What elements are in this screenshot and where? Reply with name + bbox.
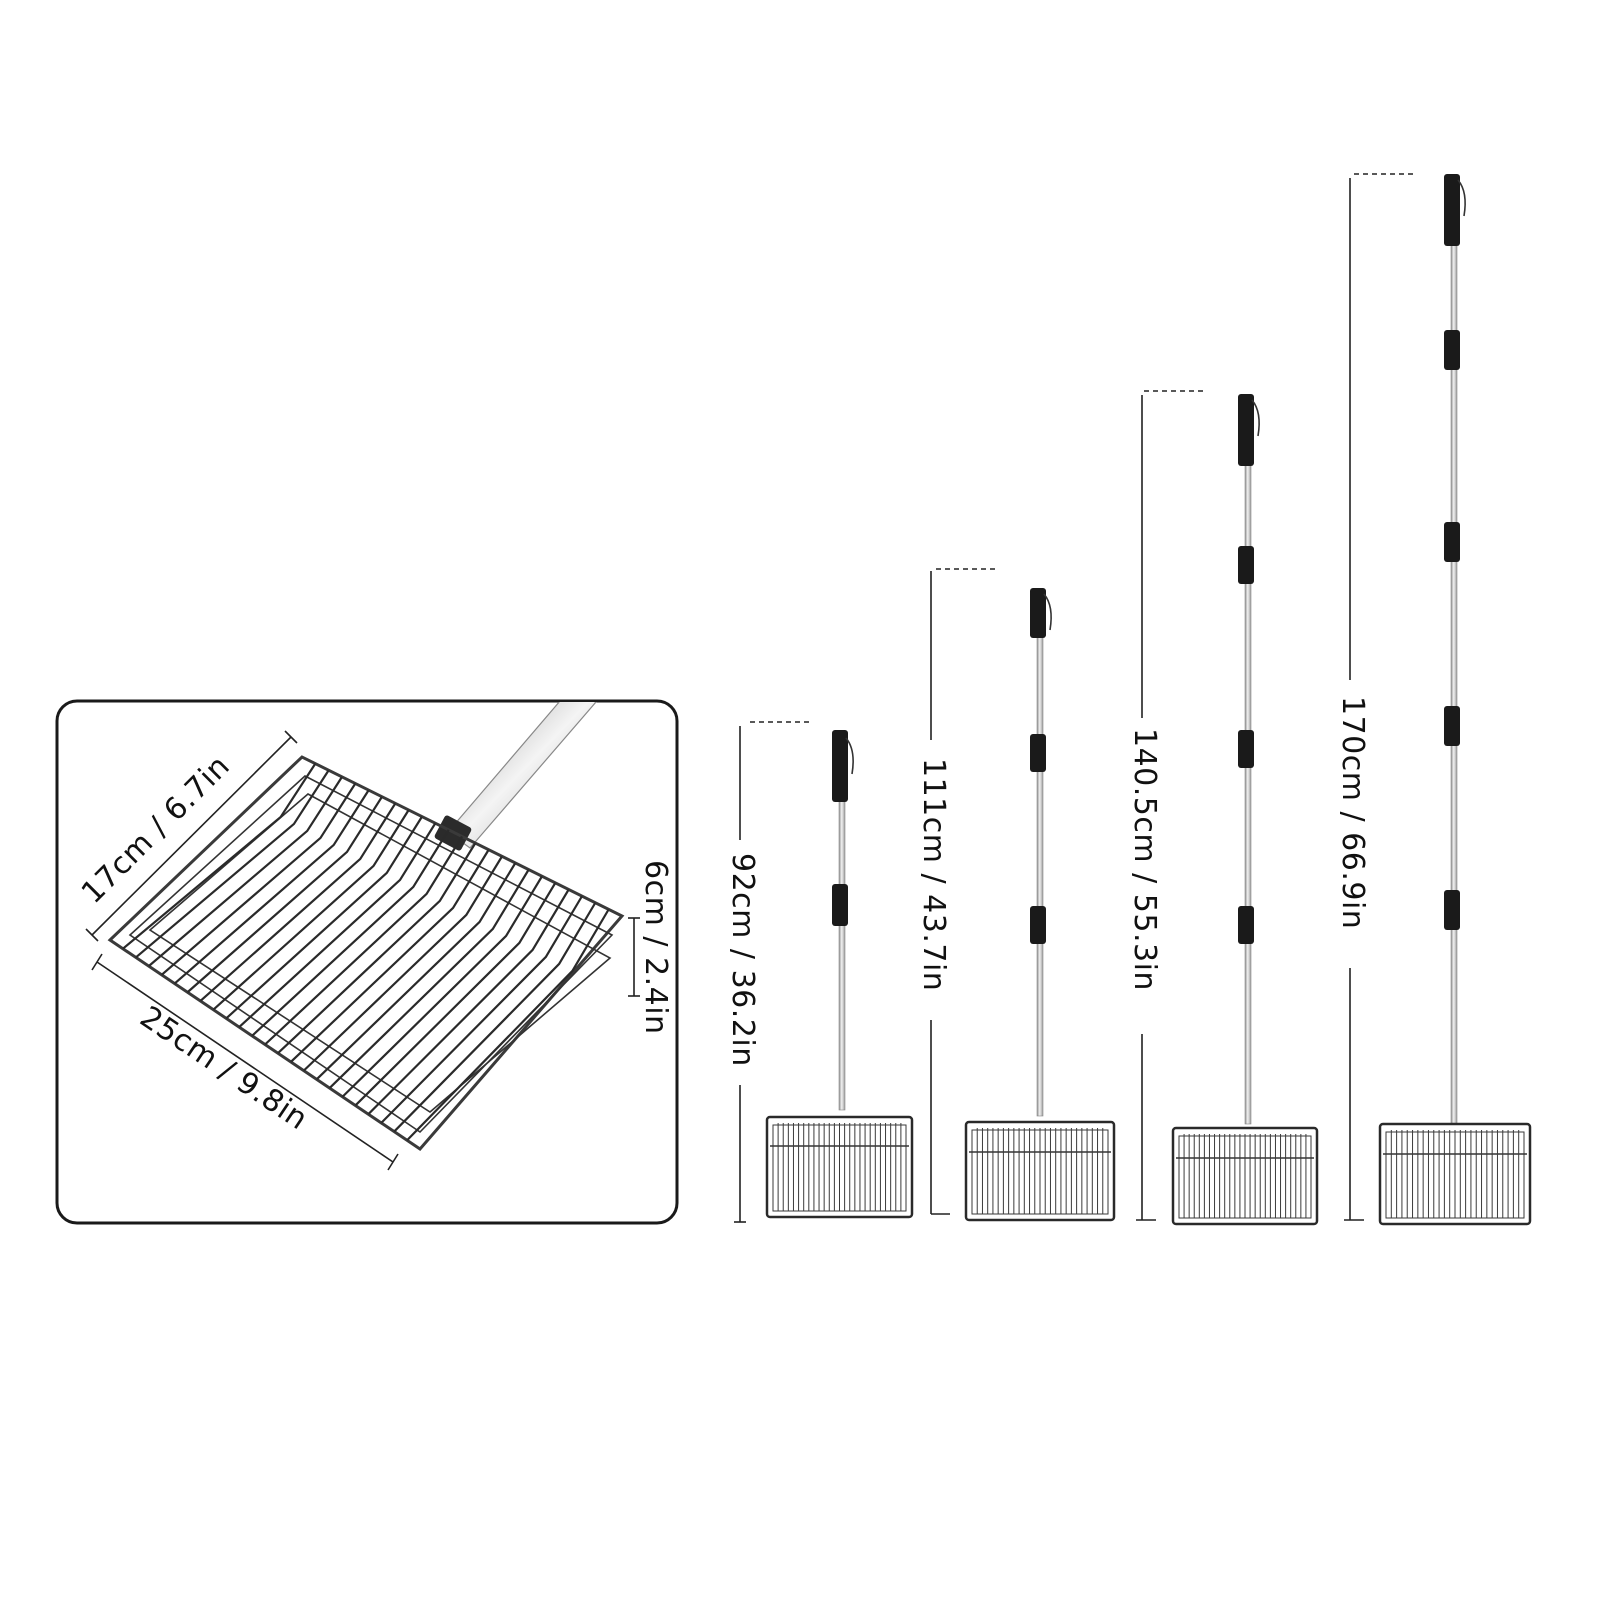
scoop-tool-111cm xyxy=(964,588,1116,1222)
basket-wire-rib xyxy=(135,769,330,959)
length-variants: 92cm / 36.2in 111cm / 43.7in xyxy=(725,173,1532,1226)
pole-lock xyxy=(1444,706,1460,746)
pole-lock xyxy=(1444,890,1460,930)
handle-grip xyxy=(1444,174,1460,246)
detail-panel-border xyxy=(55,699,679,1225)
basket-wire-rib xyxy=(393,902,597,1133)
basket-wire-rib xyxy=(328,869,530,1089)
length-label-92cm: 92cm / 36.2in xyxy=(725,853,760,1067)
length-variant-4: 170cm / 66.9in xyxy=(1335,173,1532,1226)
basket-wire-rib xyxy=(251,829,450,1037)
pole-lock xyxy=(1444,522,1460,562)
length-label-140cm: 140.5cm / 55.3in xyxy=(1127,728,1162,991)
scoop-closeup xyxy=(434,702,598,851)
pole-lock xyxy=(832,884,848,926)
basket-wire-rib xyxy=(199,802,397,1002)
basket-wire-rib xyxy=(302,855,503,1072)
handle-grip xyxy=(1238,394,1254,466)
length-variant-1: 92cm / 36.2in xyxy=(725,721,914,1223)
scoop-tool-140cm xyxy=(1171,394,1319,1226)
basket-wire-rib xyxy=(238,822,437,1028)
basket-wire-rib xyxy=(264,835,463,1046)
basket-wire-rib xyxy=(354,882,557,1107)
basket-wire-rib xyxy=(367,888,570,1115)
basket-wire-rib xyxy=(315,862,517,1081)
basket-wire-rib xyxy=(380,895,583,1124)
handle-grip xyxy=(1030,588,1046,638)
basket-wire-rib xyxy=(173,789,370,985)
basket-wire-rib xyxy=(148,776,343,967)
length-variant-2: 111cm / 43.7in xyxy=(916,568,1116,1222)
basket-wire-rib xyxy=(290,849,490,1063)
basket-wire-rib xyxy=(160,782,357,976)
dimension-height: 6cm / 2.4in xyxy=(628,860,673,1035)
scoop-detail-panel: 17cm / 6.7in 25cm / 9.8in 6cm / 2.4in xyxy=(55,699,679,1225)
pole-lock xyxy=(1444,330,1460,370)
length-label-111cm: 111cm / 43.7in xyxy=(916,758,951,991)
pole-lock xyxy=(1238,906,1254,944)
length-label-170cm: 170cm / 66.9in xyxy=(1335,696,1370,929)
pole-lock xyxy=(1238,730,1254,768)
basket-wire-rib xyxy=(186,796,383,994)
length-variant-3: 140.5cm / 55.3in xyxy=(1127,390,1319,1226)
basket-wire-rib xyxy=(406,908,610,1142)
pole-lock xyxy=(1030,734,1046,772)
basket-wire-rib xyxy=(122,763,317,950)
pole-lock xyxy=(1238,546,1254,584)
basket-wire-rib xyxy=(277,842,477,1055)
height-label: 6cm / 2.4in xyxy=(638,860,673,1035)
basket-wire-rib xyxy=(225,816,423,1020)
scoop-closeup-basket xyxy=(107,755,625,1151)
basket-wire-rib xyxy=(212,809,410,1011)
scoop-tool-92cm xyxy=(765,730,914,1219)
pole-lock xyxy=(1030,906,1046,944)
handle-grip xyxy=(832,730,848,802)
basket-wire-rib xyxy=(341,875,543,1098)
scoop-tool-170cm xyxy=(1378,174,1532,1226)
